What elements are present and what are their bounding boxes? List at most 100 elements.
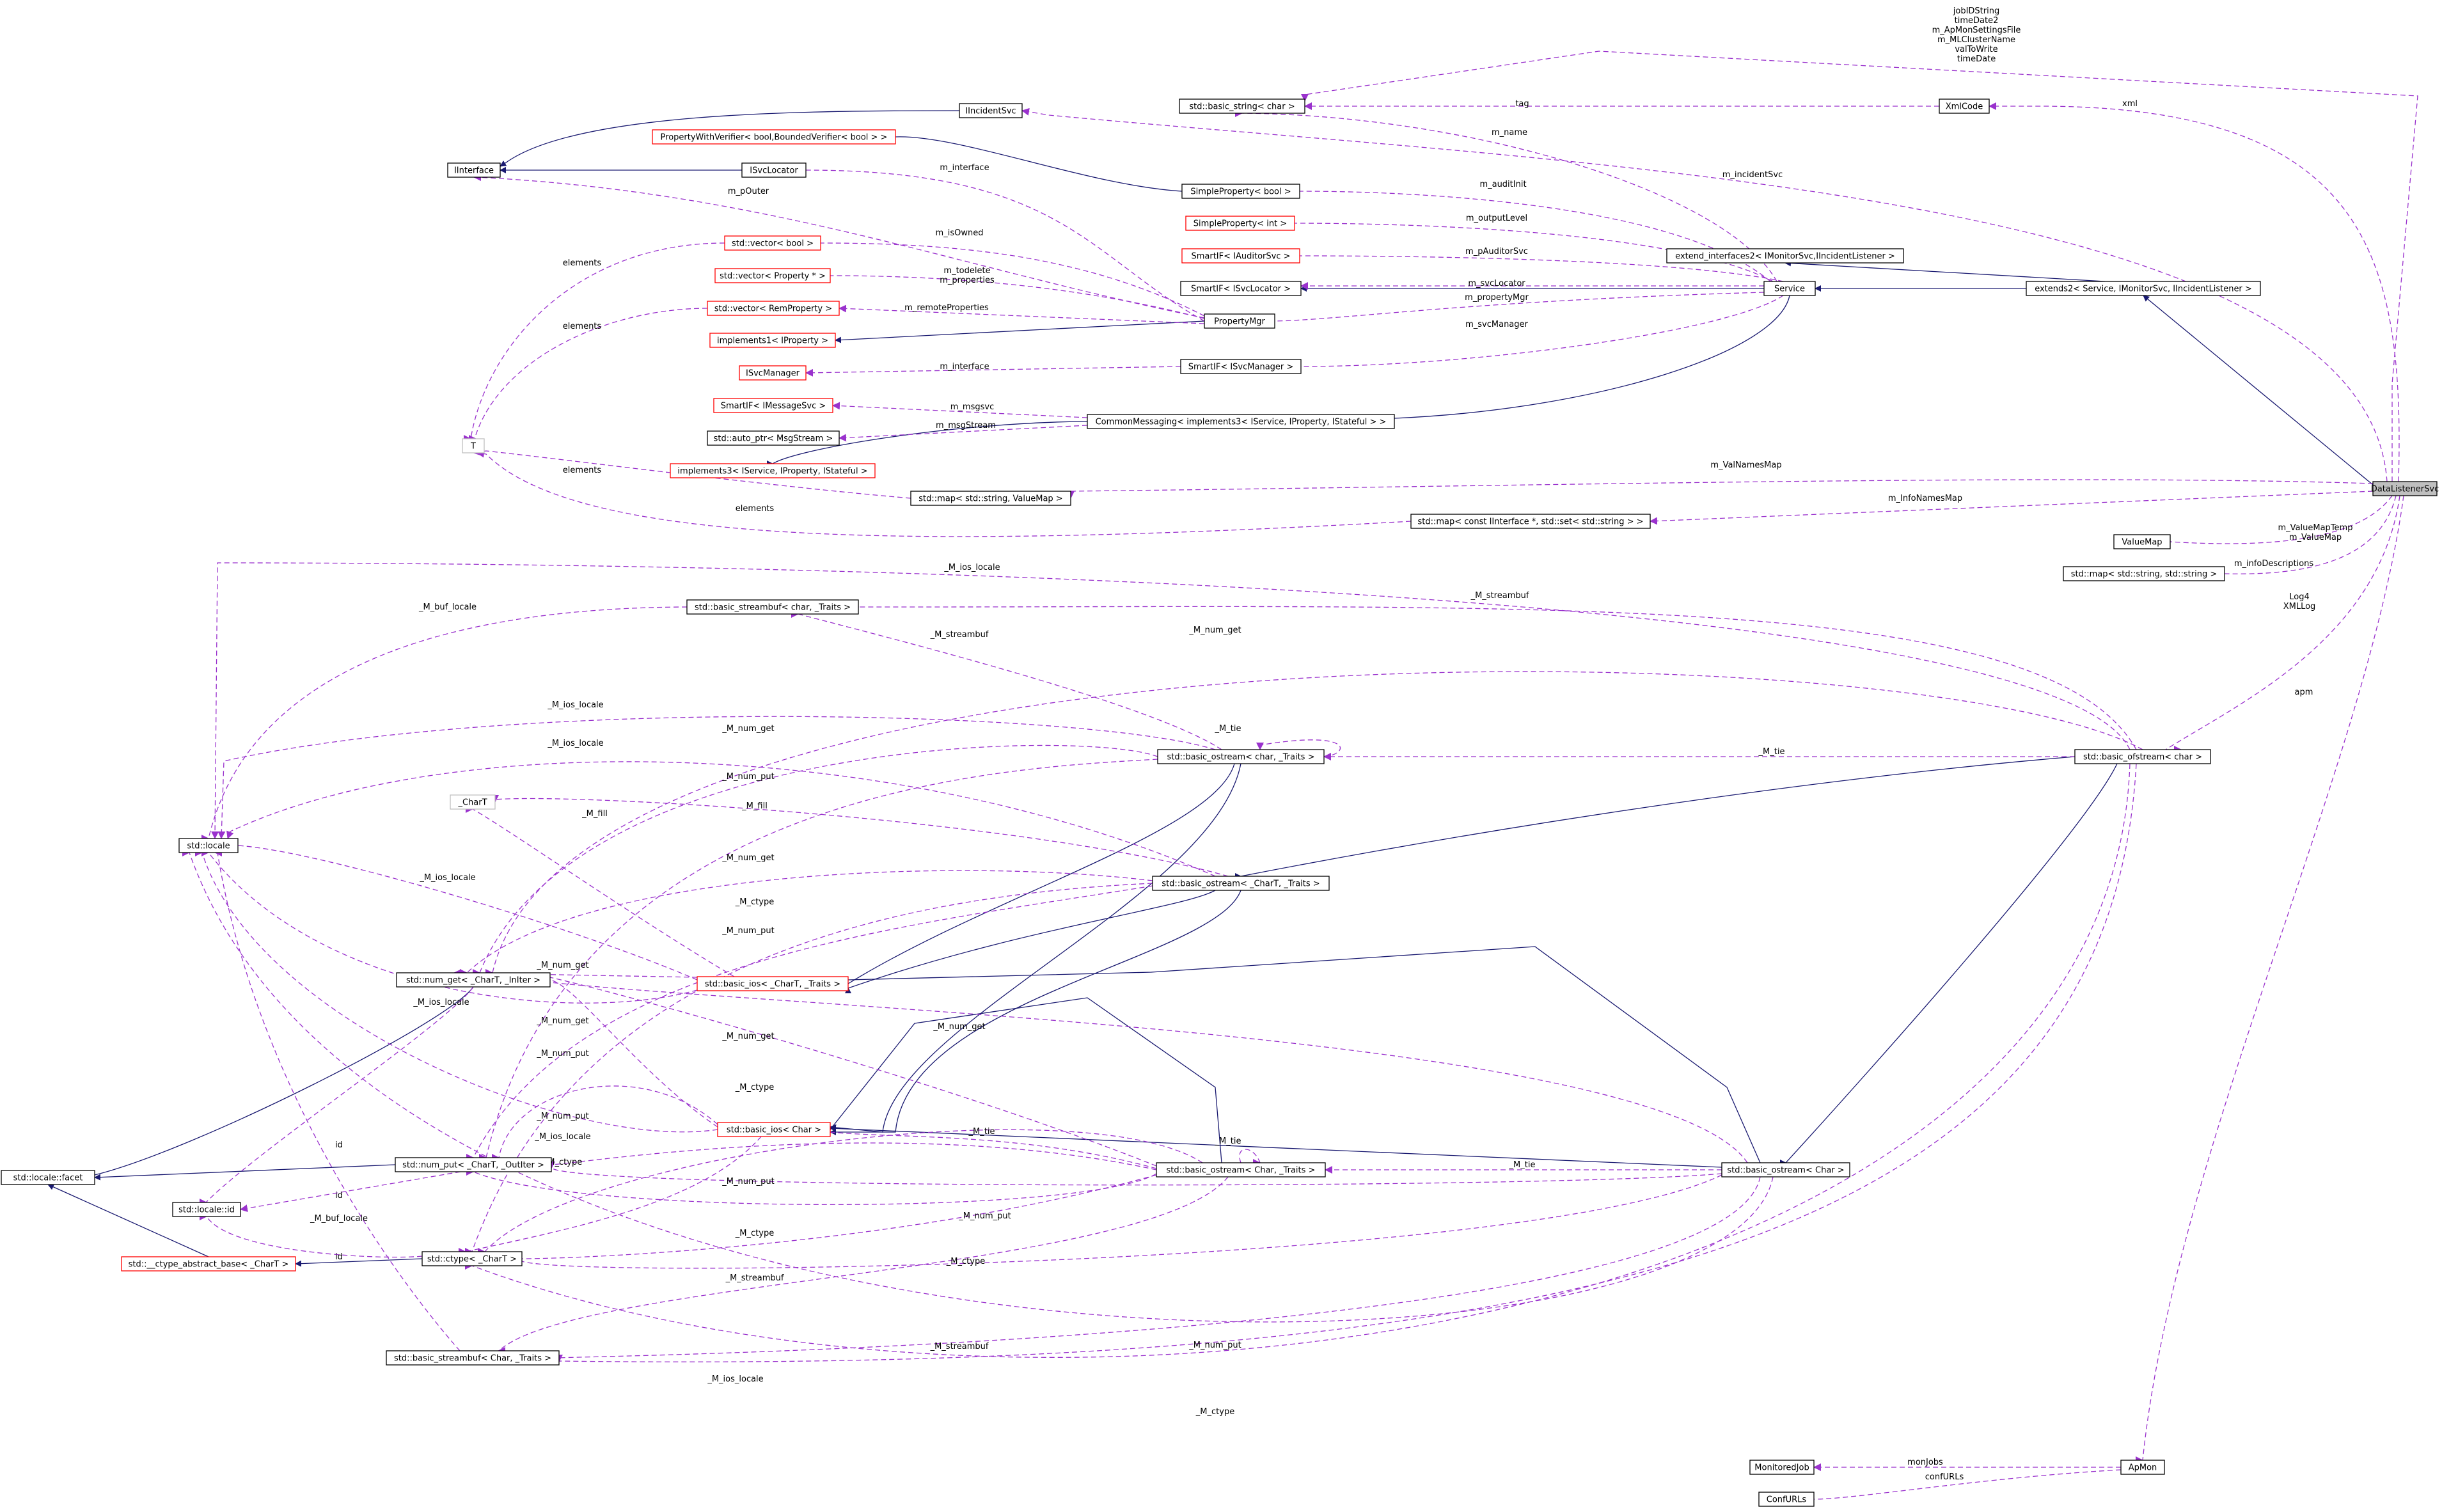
class-node-simpleproperty_bool[interactable]: SimpleProperty< bool >	[1181, 184, 1300, 199]
usage-edge-service-to-smartif_isvcmanager	[1300, 295, 1784, 370]
class-node-monitoredjob[interactable]: MonitoredJob	[1749, 1460, 1815, 1475]
usage-edge-vector_remproperty-to-t	[469, 308, 708, 443]
class-node-apmon[interactable]: ApMon	[2120, 1460, 2165, 1475]
edges-layer	[47, 51, 2418, 1503]
class-node-vector_bool[interactable]: std::vector< bool >	[724, 235, 821, 251]
inheritance-edge-num_get-to-locale_facet	[94, 986, 474, 1177]
class-node-basic_ofstream_char[interactable]: std::basic_ofstream< char >	[2074, 749, 2211, 764]
class-node-commonmessaging[interactable]: CommonMessaging< implements3< IService, …	[1087, 414, 1395, 429]
edge-label-m_svcLocator: m_svcLocator	[1468, 279, 1525, 288]
usage-edge-propertymgr-to-vector_bool	[820, 239, 1205, 317]
class-node-locale_id[interactable]: std::locale::id	[172, 1202, 241, 1217]
class-node-propertymgr[interactable]: PropertyMgr	[1204, 313, 1275, 329]
class-node-label: ApMon	[2129, 1463, 2157, 1473]
class-node-vector_remproperty[interactable]: std::vector< RemProperty >	[707, 301, 840, 316]
class-node-label: implements3< IService, IProperty, IState…	[677, 467, 867, 476]
edge-label-M_streambuf_2: _M_streambuf	[930, 630, 989, 640]
class-node-label: std::map< std::string, ValueMap >	[918, 494, 1062, 504]
class-node-box	[1, 1170, 95, 1185]
class-node-interface[interactable]: IInterface	[447, 162, 501, 178]
class-node-basic_ostream_char[interactable]: std::basic_ostream< char, _Traits >	[1157, 749, 1325, 764]
class-node-locale[interactable]: std::locale	[178, 838, 239, 853]
class-node-chart[interactable]: _CharT	[450, 794, 496, 810]
class-node-smartif_isvclocator[interactable]: SmartIF< ISvcLocator >	[1180, 281, 1302, 296]
usage-edge-basic_ios_chart-to-locale	[208, 852, 698, 1004]
class-node-smartif_isvcmanager[interactable]: SmartIF< ISvcManager >	[1180, 359, 1302, 374]
usage-edge-ctype-to-locale_id	[206, 1216, 423, 1258]
class-node-implements3[interactable]: implements3< IService, IProperty, IState…	[670, 463, 876, 478]
usage-edge-map_iinterface_set-to-t	[477, 450, 1412, 537]
class-node-basic_ostream_Char[interactable]: std::basic_ostream< Char >	[1721, 1162, 1850, 1177]
class-node-basic_string_char[interactable]: std::basic_string< char >	[1179, 98, 1305, 114]
class-node-box	[724, 235, 821, 251]
class-node-basic_ios_char[interactable]: std::basic_ios< Char >	[717, 1122, 831, 1137]
class-node-box	[739, 365, 807, 381]
usage-edge-basic_ostream_char-to-basic_ostream_char	[1256, 739, 1341, 757]
class-node-basic_streambuf_Char[interactable]: std::basic_streambuf< Char, _Traits >	[386, 1350, 560, 1366]
class-node-basic_ostream_chart[interactable]: std::basic_ostream< _CharT, _Traits >	[1152, 876, 1330, 891]
class-node-label: std::vector< Property * >	[720, 272, 826, 281]
class-node-extends2[interactable]: extends2< Service, IMonitorSvc, IInciden…	[2026, 281, 2261, 296]
usage-edge-basic_ostream_Char_traits-to-num_put	[551, 1142, 1157, 1170]
class-node-ctype[interactable]: std::ctype< _CharT >	[421, 1251, 523, 1266]
class-node-iincidentsvc[interactable]: IIncidentSvc	[959, 103, 1023, 118]
edge-label-M_streambuf_4: _M_streambuf	[930, 1342, 989, 1351]
inheritance-edge-basic_ostream_chart-to-basic_ios_chart	[845, 890, 1216, 993]
edge-label-M_num_get_7: _M_num_get	[721, 1032, 774, 1041]
class-node-isvcmanager[interactable]: ISvcManager	[739, 365, 807, 381]
edge-label-id_2: id	[335, 1191, 343, 1201]
edge-label-M_ios_locale_1: _M_ios_locale	[943, 563, 1000, 572]
class-node-label: std::vector< bool >	[732, 239, 814, 249]
usage-edge-basic_ostream_chart-to-num_get	[466, 870, 1153, 973]
class-node-num_get[interactable]: std::num_get< _CharT, _InIter >	[396, 972, 551, 988]
class-node-t[interactable]: T	[462, 438, 485, 453]
class-node-map_valuemap[interactable]: std::map< std::string, ValueMap >	[910, 491, 1071, 506]
class-node-box	[910, 491, 1071, 506]
usage-edge-basic_ostream_chart-to-locale	[226, 761, 1216, 877]
class-node-basic_streambuf_char[interactable]: std::basic_streambuf< char, _Traits >	[686, 599, 859, 615]
edge-label-M_ios_locale_2: _M_ios_locale	[547, 700, 603, 710]
class-node-smartif_iauditorsvc[interactable]: SmartIF< IAuditorSvc >	[1181, 248, 1300, 264]
class-node-basic_ostream_Char_traits[interactable]: std::basic_ostream< Char, _Traits >	[1156, 1162, 1326, 1177]
class-node-box	[686, 599, 859, 615]
class-node-smartif_imessagesvc[interactable]: SmartIF< IMessageSvc >	[713, 398, 833, 413]
class-node-label: std::auto_ptr< MsgStream >	[714, 434, 833, 444]
edge-label-elements_4: elements	[736, 504, 775, 514]
class-node-isvclocator[interactable]: ISvcLocator	[741, 162, 807, 178]
class-node-map_string_string[interactable]: std::map< std::string, std::string >	[2063, 566, 2225, 581]
usage-edge-basic_ofstream_char-to-basic_streambuf_Char	[555, 763, 2137, 1362]
class-node-xmlcode[interactable]: XmlCode	[1939, 98, 1990, 114]
class-node-vector_property[interactable]: std::vector< Property * >	[714, 268, 831, 283]
class-node-implements1[interactable]: implements1< IProperty >	[709, 333, 836, 348]
class-node-box	[1666, 248, 1904, 264]
inheritance-edge-basic_ostream_char-to-basic_ios_char	[830, 763, 1241, 1133]
class-node-datalistenersvc[interactable]: DataListenerSvc	[2371, 481, 2439, 496]
class-node-ctype_abstract_base[interactable]: std::__ctype_abstract_base< _CharT >	[121, 1256, 296, 1272]
class-node-service[interactable]: Service	[1763, 281, 1816, 296]
edge-label-M_ctype_3: _M_ctype	[543, 1158, 582, 1167]
usage-edge-smartif_isvcmanager-to-isvcmanager	[805, 366, 1181, 377]
class-node-box	[1156, 1162, 1326, 1177]
class-node-label: MonitoredJob	[1754, 1463, 1809, 1473]
class-node-num_put[interactable]: std::num_put< _CharT, _OutIter >	[395, 1157, 552, 1172]
class-node-auto_ptr[interactable]: std::auto_ptr< MsgStream >	[707, 430, 840, 446]
class-node-label: std::map< const IInterface *, std::set< …	[1417, 517, 1643, 527]
class-node-valuemap[interactable]: ValueMap	[2113, 534, 2171, 549]
usage-edge-datalistenersvc-to-xmlcode	[1989, 102, 2400, 482]
class-node-map_iinterface_set[interactable]: std::map< const IInterface *, std::set< …	[1410, 514, 1651, 529]
class-node-box	[697, 976, 849, 991]
class-node-simpleproperty_int[interactable]: SimpleProperty< int >	[1185, 216, 1295, 231]
class-node-box	[717, 1122, 831, 1137]
edge-label-M_tie_2: _M_tie	[1758, 747, 1785, 757]
class-node-basic_ios_chart[interactable]: std::basic_ios< _CharT, _Traits >	[697, 976, 849, 991]
inheritance-edge-basic_ostream_char-to-basic_ios_chart	[847, 763, 1235, 984]
class-node-extend_interfaces2[interactable]: extend_interfaces2< IMonitorSvc,IInciden…	[1666, 248, 1904, 264]
usage-edge-basic_ostream_chart-to-chart	[491, 795, 1229, 877]
class-node-confurls[interactable]: ConfURLs	[1758, 1492, 1815, 1507]
edge-label-M_tie_4: _M_tie	[1215, 1137, 1241, 1146]
class-node-propertywithverifier[interactable]: PropertyWithVerifier< bool,BoundedVerifi…	[652, 129, 896, 145]
class-node-locale_facet[interactable]: std::locale::facet	[1, 1170, 95, 1185]
edge-label-m_ValNamesMap: m_ValNamesMap	[1710, 461, 1781, 470]
